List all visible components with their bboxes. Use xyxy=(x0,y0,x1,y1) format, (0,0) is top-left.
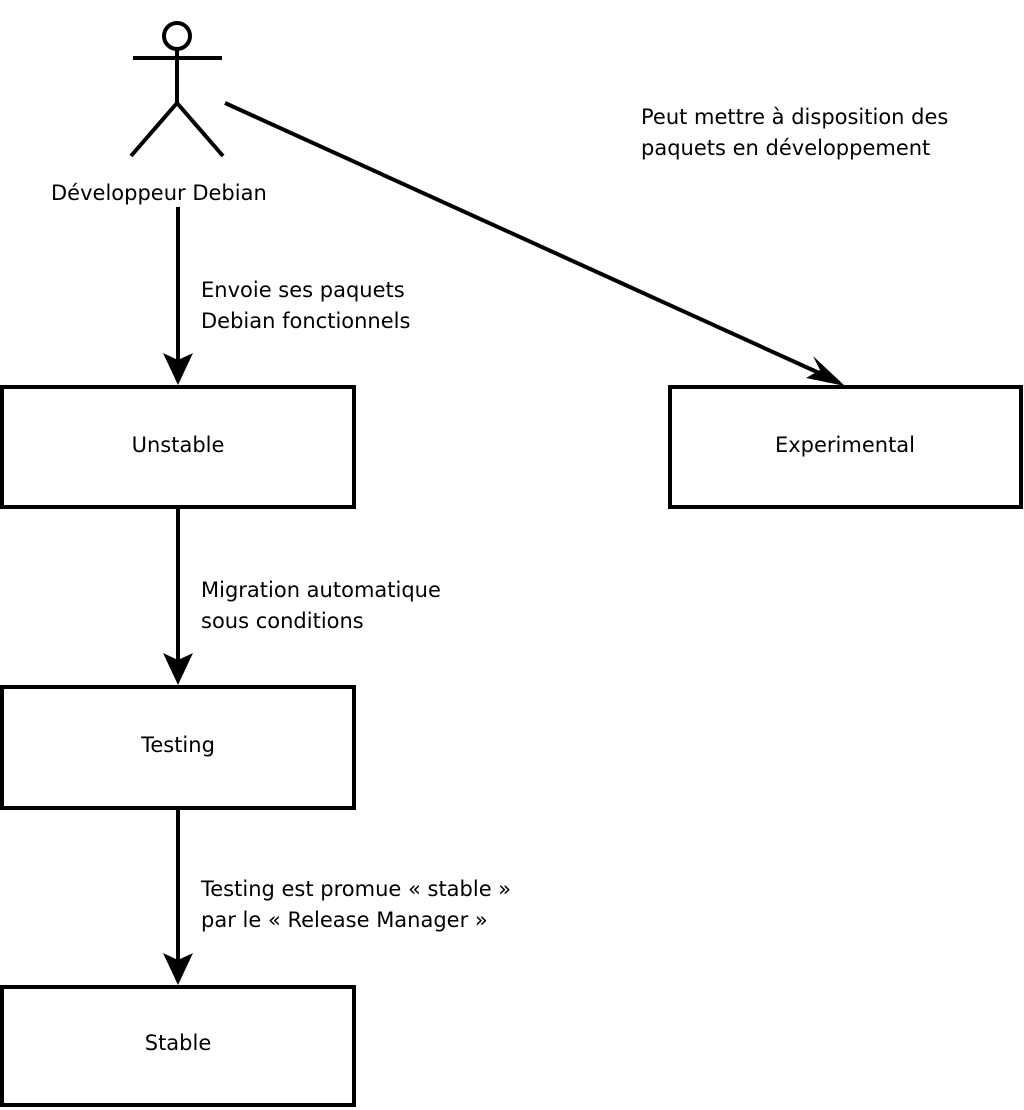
node-stable-label: Stable xyxy=(145,1031,212,1055)
actor-left-leg-line xyxy=(129,101,179,158)
edge-label-unstable-to-testing: Migration automatique sous conditions xyxy=(201,578,448,633)
edge-label-line-1: Migration automatique xyxy=(201,578,441,602)
node-unstable[interactable]: Unstable xyxy=(0,385,356,509)
edge-dev-to-unstable-arrowhead xyxy=(163,353,193,385)
node-testing[interactable]: Testing xyxy=(0,685,356,810)
edge-label-dev-to-experimental: Peut mettre à disposition des paquets en… xyxy=(641,105,955,160)
edge-label-line-1: Testing est promue « stable » xyxy=(200,877,511,901)
edge-testing-to-stable xyxy=(163,810,193,985)
edge-label-line-1: Peut mettre à disposition des xyxy=(641,105,948,129)
actor-head-icon xyxy=(162,21,192,51)
edge-unstable-to-testing xyxy=(163,509,193,685)
edge-testing-to-stable-arrowhead xyxy=(163,953,193,985)
actor-developpeur-debian[interactable] xyxy=(129,21,225,158)
edge-unstable-to-testing-arrowhead xyxy=(163,653,193,685)
edge-label-line-2: Debian fonctionnels xyxy=(201,309,410,333)
node-unstable-box xyxy=(0,385,356,509)
edge-label-line-2: sous conditions xyxy=(201,609,364,633)
edge-label-dev-to-unstable: Envoie ses paquets Debian fonctionnels xyxy=(201,278,411,333)
node-experimental-box xyxy=(668,385,1023,509)
actor-label-developpeur-debian: Développeur Debian xyxy=(51,181,267,205)
edge-label-line-1: Envoie ses paquets xyxy=(201,278,405,302)
edge-dev-to-experimental-arrowhead xyxy=(806,356,845,386)
edge-label-testing-to-stable: Testing est promue « stable » par le « R… xyxy=(200,877,518,932)
node-stable[interactable]: Stable xyxy=(0,985,356,1107)
node-testing-box xyxy=(0,685,356,810)
node-unstable-label: Unstable xyxy=(132,433,225,457)
edge-dev-to-unstable xyxy=(163,207,193,385)
edge-label-line-2: paquets en développement xyxy=(641,136,930,160)
node-experimental[interactable]: Experimental xyxy=(668,385,1023,509)
actor-right-leg-line xyxy=(175,101,225,158)
edge-dev-to-experimental xyxy=(224,101,845,386)
edge-label-line-2: par le « Release Manager » xyxy=(201,908,488,932)
node-stable-box xyxy=(0,985,356,1107)
node-experimental-label: Experimental xyxy=(775,433,915,457)
edge-dev-to-experimental-line xyxy=(224,101,829,379)
node-testing-label: Testing xyxy=(140,733,215,757)
